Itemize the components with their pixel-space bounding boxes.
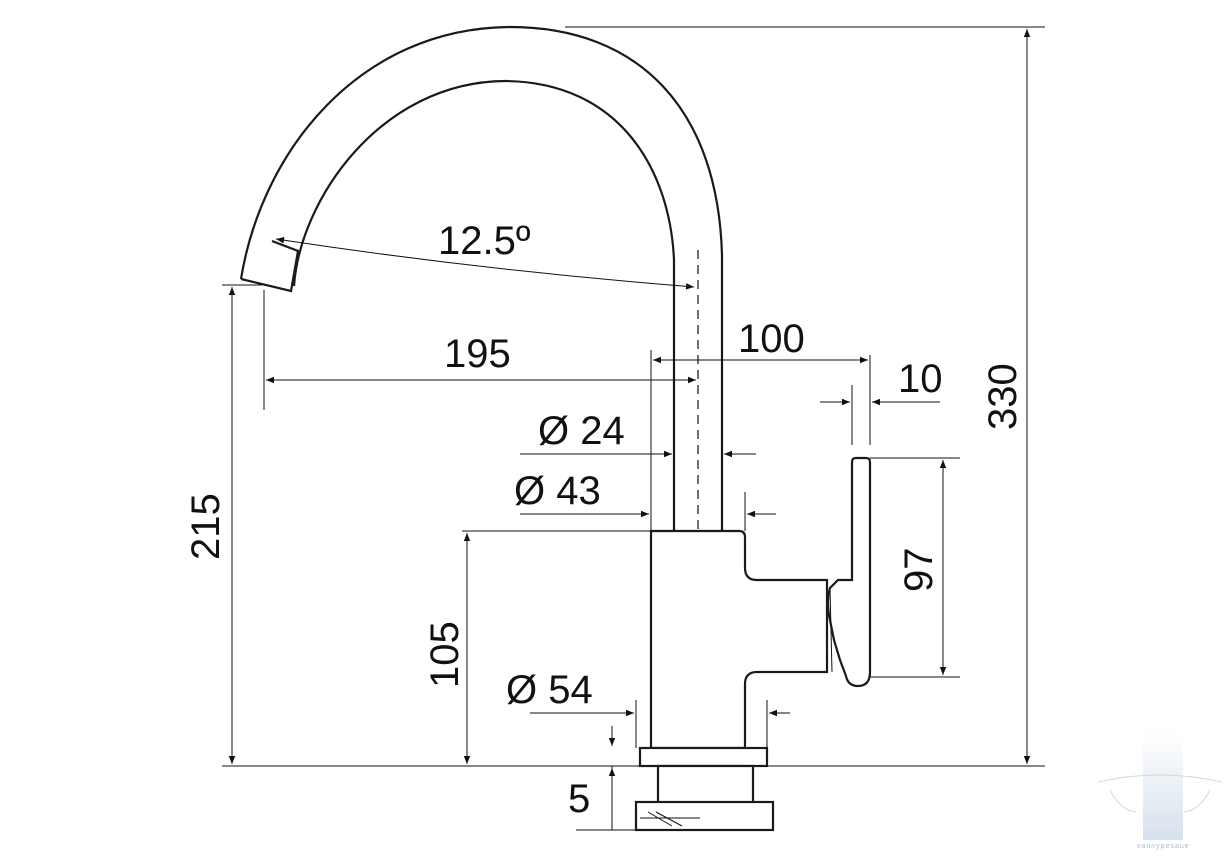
spout-inner-arc <box>292 79 676 535</box>
label-105: 105 <box>423 621 467 688</box>
spout-outer-arc <box>239 25 724 535</box>
label-diameter-43: Ø 43 <box>514 469 601 513</box>
label-diameter-54: Ø 54 <box>506 668 593 712</box>
label-100: 100 <box>738 317 805 361</box>
label-5: 5 <box>568 777 590 821</box>
watermark-text: vannypesaue <box>1137 843 1190 850</box>
label-angle: 12.5º <box>438 219 531 263</box>
faucet-body <box>649 529 829 750</box>
spout-tip <box>240 239 300 293</box>
label-97: 97 <box>897 548 941 593</box>
faucet-outline <box>239 25 872 832</box>
extension-lines <box>222 26 1045 831</box>
nut-detail <box>640 811 700 827</box>
lever-handle <box>826 456 872 688</box>
dimension-labels: 12.5º 195 100 10 Ø 24 Ø 43 Ø 54 5 330 21… <box>184 219 1025 821</box>
mounting-nut <box>634 800 775 832</box>
dimension-lines <box>228 29 1031 830</box>
base-flange <box>638 746 769 768</box>
lever-seam <box>829 587 833 673</box>
label-195: 195 <box>444 332 511 376</box>
label-330: 330 <box>981 363 1025 430</box>
watermark-logo: vannypesaue <box>1097 730 1223 850</box>
label-215: 215 <box>184 493 228 560</box>
dim-angle-arc <box>275 237 695 290</box>
label-10: 10 <box>898 357 943 401</box>
label-diameter-24: Ø 24 <box>538 409 625 453</box>
